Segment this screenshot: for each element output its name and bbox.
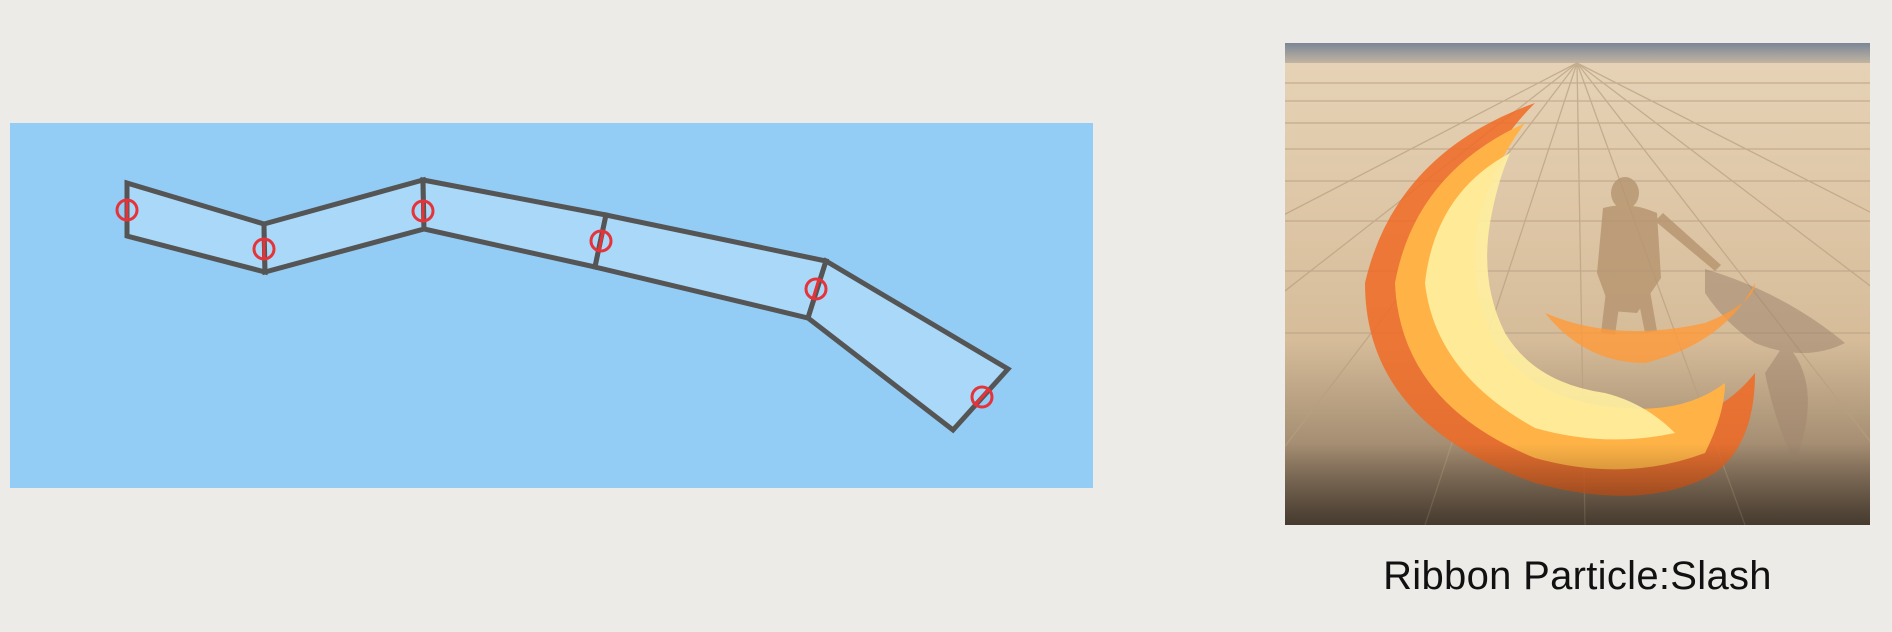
dust-trail xyxy=(1705,269,1845,463)
control-point-4 xyxy=(589,229,613,253)
control-point-4-tick xyxy=(597,230,605,252)
character-silhouette xyxy=(1597,177,1721,335)
slash-effect-image xyxy=(1285,43,1870,525)
ribbon-segment-4 xyxy=(592,212,830,321)
control-point-5-tick xyxy=(811,278,821,300)
fire-slash xyxy=(1365,103,1755,496)
ribbon-segment-3 xyxy=(420,176,609,270)
slash-effect-illustration xyxy=(1285,43,1870,525)
control-points xyxy=(115,198,994,409)
ribbon-segment-1 xyxy=(124,179,268,276)
vignette xyxy=(1285,443,1870,525)
slash-caption: Ribbon Particle:Slash xyxy=(1383,554,1772,598)
control-point-5 xyxy=(804,277,828,301)
control-point-6 xyxy=(970,385,994,409)
sky xyxy=(1285,43,1870,65)
ribbon-segment-2 xyxy=(261,176,427,276)
ribbon-segment-diagram xyxy=(10,123,1093,488)
control-point-6-tick xyxy=(973,388,991,406)
ribbon-segments xyxy=(124,176,1012,434)
ribbon-diagram-svg xyxy=(115,176,1012,434)
